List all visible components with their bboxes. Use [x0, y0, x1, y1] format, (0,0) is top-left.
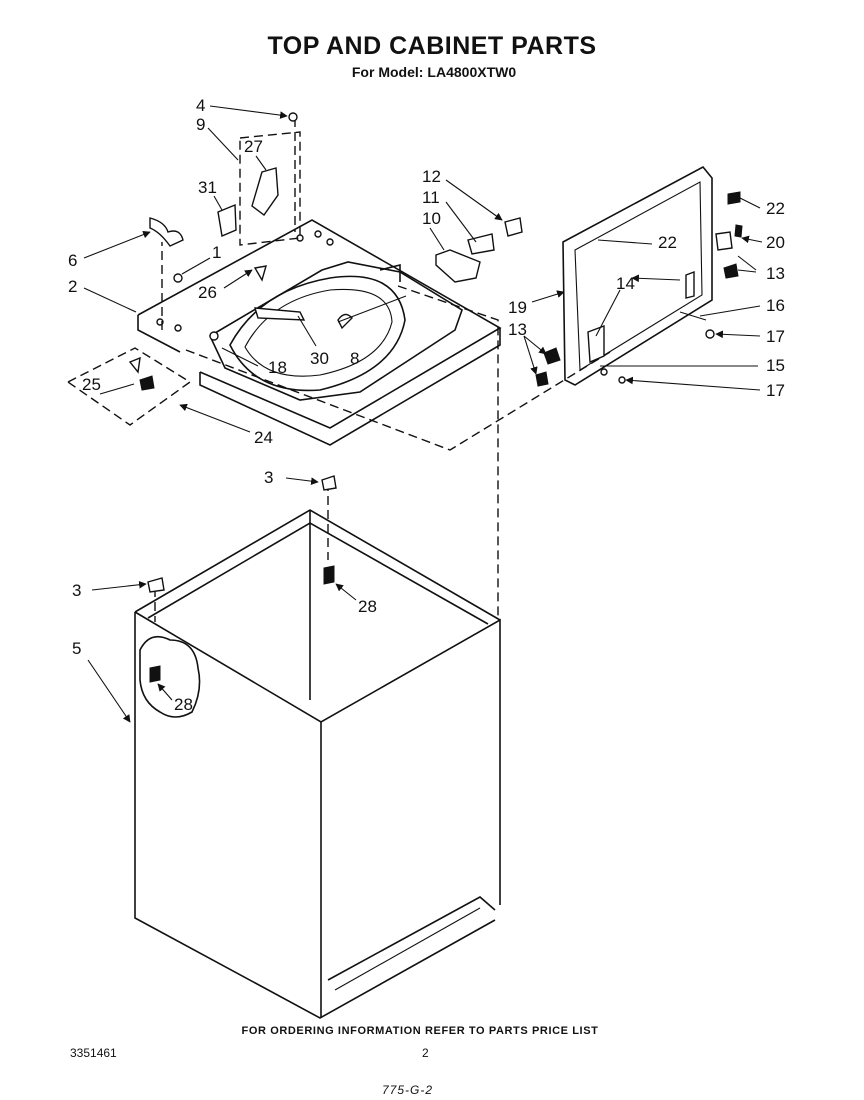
callout-12: 12 [422, 167, 441, 186]
callout-13b: 13 [508, 320, 527, 339]
callout-17b: 17 [766, 381, 785, 400]
cabinet [134, 509, 501, 1019]
callout-22b: 22 [658, 233, 677, 252]
callout-19: 19 [508, 298, 527, 317]
callout-5: 5 [72, 639, 81, 658]
callout-3b: 3 [72, 581, 81, 600]
callout-3a: 3 [264, 468, 273, 487]
callout-14: 14 [616, 274, 635, 293]
callout-26: 26 [198, 283, 217, 302]
top-panel [137, 219, 502, 446]
callout-8: 8 [350, 349, 359, 368]
callout-1: 1 [212, 243, 221, 262]
callout-25: 25 [82, 375, 101, 394]
small-parts [128, 112, 743, 683]
callout-30: 30 [310, 349, 329, 368]
callout-10: 10 [422, 209, 441, 228]
callout-22a: 22 [766, 199, 785, 218]
callout-20: 20 [766, 233, 785, 252]
callout-15: 15 [766, 356, 785, 375]
callout-6: 6 [68, 251, 77, 270]
callout-31: 31 [198, 178, 217, 197]
document-number: 3351461 [70, 1046, 117, 1060]
leader-dashed [185, 349, 611, 451]
handwritten-code: 775-G-2 [382, 1083, 434, 1097]
callout-28a: 28 [358, 597, 377, 616]
callout-13a: 13 [766, 264, 785, 283]
leader-lines [83, 105, 763, 723]
model-prefix: For Model: [351, 64, 424, 80]
model-line: For Model:LA4800XTW0 [0, 64, 864, 80]
ordering-note: FOR ORDERING INFORMATION REFER TO PARTS … [241, 1025, 599, 1037]
callout-9: 9 [196, 115, 205, 134]
page-number: 2 [422, 1046, 429, 1060]
callout-28b: 28 [174, 695, 193, 714]
callout-18: 18 [268, 358, 287, 377]
model-number: LA4800XTW0 [427, 64, 517, 80]
callout-16: 16 [766, 296, 785, 315]
callout-2: 2 [68, 277, 77, 296]
callout-27: 27 [244, 137, 263, 156]
callout-numbers: 1 2 3 3 4 5 6 8 9 10 11 12 13 13 14 15 1… [68, 96, 785, 714]
lid [562, 165, 713, 386]
callout-11: 11 [422, 188, 440, 207]
group-box-24 [66, 347, 192, 426]
callout-24: 24 [254, 428, 273, 447]
callout-17a: 17 [766, 327, 785, 346]
page-title: TOP AND CABINET PARTS [267, 32, 597, 60]
callout-4: 4 [196, 96, 205, 115]
